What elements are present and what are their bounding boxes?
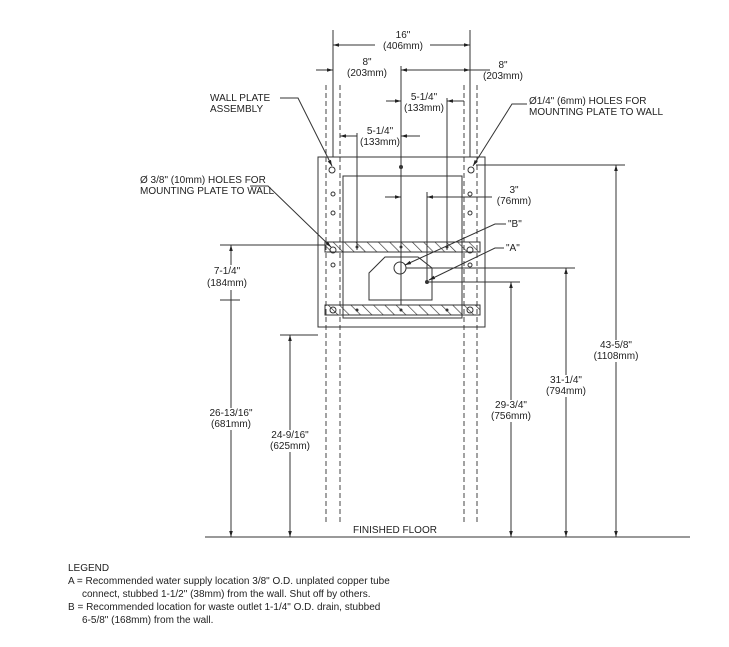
large-holes-label-2: MOUNTING PLATE TO WALL — [140, 186, 275, 197]
dim-8-left-in: 8" — [362, 57, 372, 68]
dim-31-in: 31-1/4" — [550, 375, 582, 386]
legend-b-1: B = Recommended location for waste outle… — [68, 602, 381, 613]
dim-24-mm: (625mm) — [270, 441, 310, 452]
dim-43-in: 43-5/8" — [600, 340, 632, 351]
legend-title: LEGEND — [68, 563, 110, 574]
small-holes-label-1: Ø1/4" (6mm) HOLES FOR — [529, 96, 646, 107]
dim-7-mm: (184mm) — [207, 278, 247, 289]
dim-16-mm: (406mm) — [383, 41, 423, 52]
wall-plate-label-2: ASSEMBLY — [210, 104, 263, 115]
wall-plate-label-1: WALL PLATE — [210, 93, 271, 104]
dim-3-mm: (76mm) — [497, 196, 531, 207]
dim-43-mm: (1108mm) — [594, 351, 639, 362]
dim-29-in: 29-3/4" — [495, 400, 527, 411]
dim-29-mm: (756mm) — [491, 411, 531, 422]
dim-upper-mm: (133mm) — [404, 103, 444, 114]
floor-label: FINISHED FLOOR — [353, 525, 437, 536]
dim-lower-mm: (133mm) — [360, 137, 400, 148]
dim-8-left-mm: (203mm) — [347, 68, 387, 79]
dim-lower-in: 5-1/4" — [367, 126, 394, 137]
dim-26-mm: (681mm) — [211, 419, 251, 430]
dim-8-right-mm: (203mm) — [483, 71, 523, 82]
dim-24-in: 24-9/16" — [271, 430, 309, 441]
legend-a-1: A = Recommended water supply location 3/… — [68, 576, 390, 587]
legend-b-2: 6-5/8" (168mm) from the wall. — [82, 615, 214, 626]
dim-26-in: 26-13/16" — [209, 408, 252, 419]
dim-8-right-in: 8" — [498, 60, 508, 71]
dim-upper-in: 5-1/4" — [411, 92, 438, 103]
horizontal-dimensions — [316, 30, 492, 305]
b-label: "B" — [508, 219, 522, 230]
large-holes-label-1: Ø 3/8" (10mm) HOLES FOR — [140, 175, 266, 186]
small-holes-label-2: MOUNTING PLATE TO WALL — [529, 107, 664, 118]
dim-16-in: 16" — [396, 30, 411, 41]
leaders — [250, 97, 527, 281]
vertical-dimensions — [205, 164, 690, 538]
legend-a-2: connect, stubbed 1-1/2" (38mm) from the … — [82, 589, 371, 600]
dim-7-in: 7-1/4" — [214, 266, 241, 277]
dim-31-mm: (794mm) — [546, 386, 586, 397]
a-label: "A" — [506, 243, 520, 254]
legend: LEGEND A = Recommended water supply loca… — [68, 562, 390, 627]
dim-3-in: 3" — [509, 185, 519, 196]
